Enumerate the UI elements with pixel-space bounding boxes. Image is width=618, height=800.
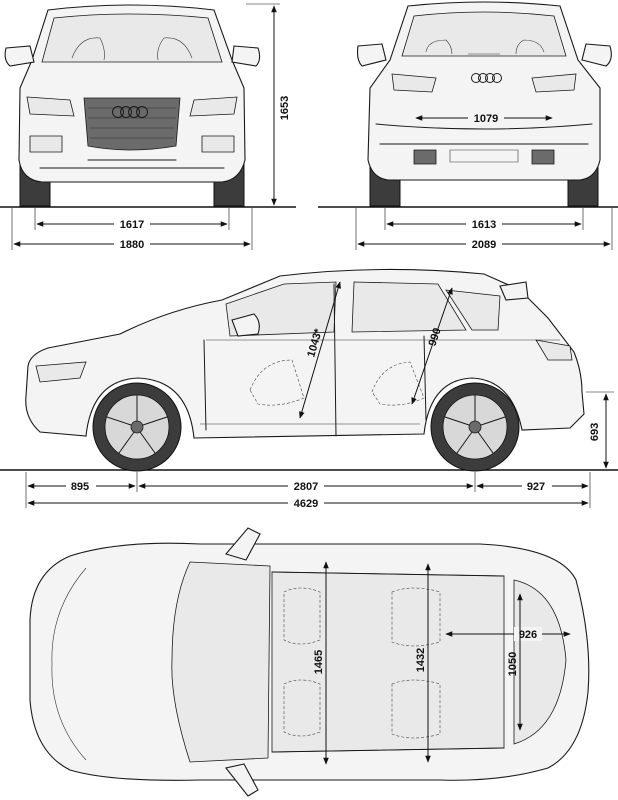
side-length-label: 4629 [294,498,318,510]
side-character-lines [200,339,560,425]
rear-exhaust-tips [413,149,555,165]
top-roof-rails [271,571,505,753]
top-hood-line [51,567,87,761]
rear-width-ext [355,208,613,250]
front-right-fog-light [201,135,235,153]
rear-bumper-lines [375,123,593,145]
front-left-mirror [4,45,35,67]
side-length-ext [25,472,591,508]
front-seat-right [157,37,193,61]
side-rear-headroom-label: 990 [427,326,444,347]
front-bumper-lines [39,159,225,169]
front-seat-left [71,37,105,61]
side-taillight [535,339,573,361]
side-mirror [231,313,260,337]
front-grille [83,97,181,151]
rear-rings-logo [471,73,502,83]
rear-interior-width-label: 1079 [474,113,498,125]
top-view: 1465 1432 926 1050 [29,527,590,797]
rear-view: 1079 1613 2089 [318,1,618,251]
front-track-ext [34,208,230,230]
side-front-headroom-dimension [299,281,341,419]
front-left-fog-light [29,135,63,153]
side-rear-overhang-label: 927 [527,481,545,493]
front-right-mirror [231,45,261,67]
front-width-label: 1880 [120,239,144,251]
side-rear-headroom-dimension [411,287,453,405]
top-left-mirror [225,527,261,561]
front-windshield [41,13,223,63]
side-front-overhang-label: 895 [71,481,89,493]
side-front-wheel [92,382,182,472]
top-rear-window [513,579,567,745]
rear-left-taillight [391,73,437,93]
top-right-mirror [225,763,259,797]
top-cargo-width-label: 1050 [507,652,519,676]
top-seat-outlines [283,587,441,739]
side-roof-spoiler [499,281,529,301]
front-track-label: 1617 [120,219,144,231]
side-headlight [35,361,87,383]
top-front-shoulder-label: 1465 [313,650,325,674]
front-left-headlight [26,96,75,117]
rear-seat-headrests [425,39,545,55]
rear-track-label: 1613 [472,219,496,231]
side-view: 1043* 990 693 895 2807 927 4629 [0,268,618,510]
rear-diffuser [449,149,519,163]
side-rear-wheel [430,382,520,472]
top-rear-shoulder-label: 1432 [415,648,427,672]
top-windshield [171,561,271,763]
front-width-ext [11,208,253,250]
side-wheelbase-label: 2807 [294,481,318,493]
rear-window [401,11,567,57]
front-right-headlight [189,96,238,117]
rear-right-mirror [581,43,612,67]
rear-right-taillight [531,73,577,93]
front-grille-slats [88,107,176,139]
rear-left-mirror [356,43,387,67]
rear-track-ext [384,208,584,230]
front-height-label: 1653 [279,96,291,120]
top-roof-glass [271,571,505,753]
front-rings-logo [112,106,148,118]
top-cargo-length-label: 926 [519,629,537,641]
rear-width-label: 2089 [472,239,496,251]
side-quarter-window [445,289,501,331]
side-load-height-label: 693 [589,423,601,441]
front-view: 1653 1617 1880 [0,3,296,251]
